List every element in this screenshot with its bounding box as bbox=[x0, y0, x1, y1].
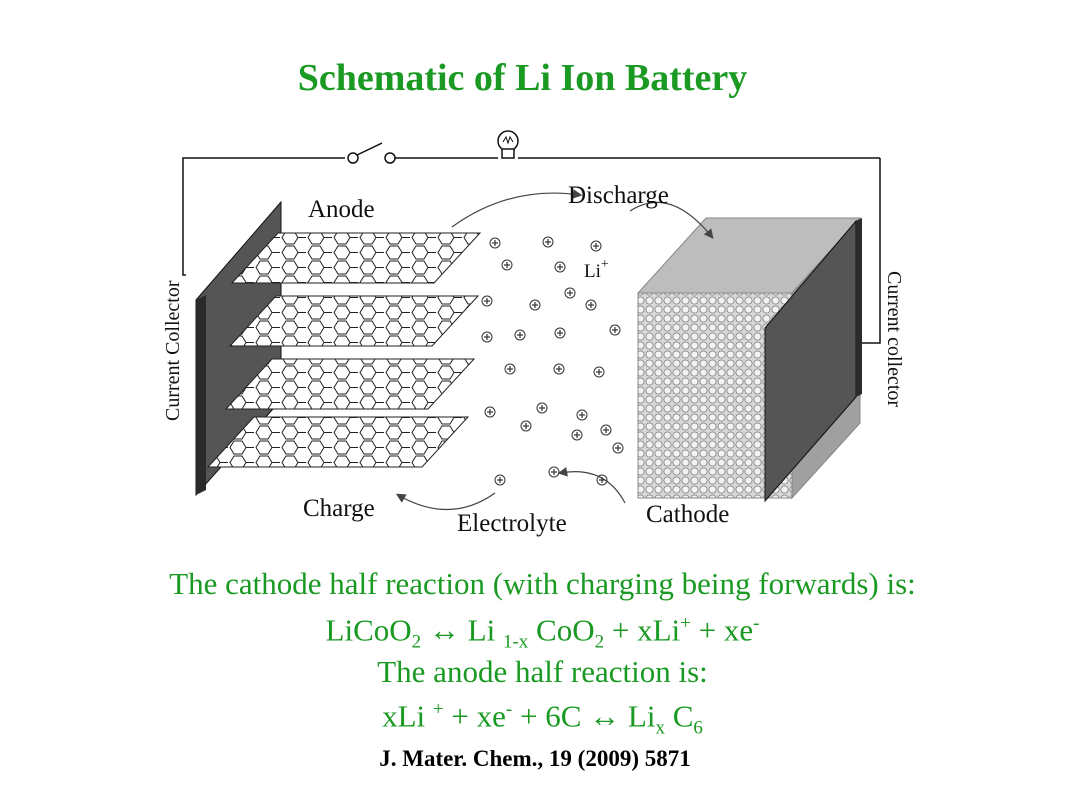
switch-icon bbox=[347, 142, 396, 164]
cathode-reaction-equation: LiCoO2 ↔ Li 1-x CoO2 + xLi+ + xe- bbox=[325, 612, 760, 653]
lithium-ions bbox=[481, 236, 624, 486]
discharge-arrow-right bbox=[629, 201, 714, 239]
current-collector-right-label: Current collector bbox=[883, 271, 905, 407]
slide-title: Schematic of Li Ion Battery bbox=[297, 57, 748, 99]
cathode-reaction-intro: The cathode half reaction (with charging… bbox=[169, 566, 916, 601]
anode-label: Anode bbox=[308, 196, 375, 223]
anode-graphite-layers bbox=[206, 232, 482, 468]
anode-reaction-equation: xLi + + xe- + 6C ↔ Lix C6 bbox=[382, 698, 703, 739]
right-current-collector bbox=[764, 218, 862, 503]
current-collector-left-label: Current Collector bbox=[162, 280, 184, 421]
battery-schematic: Anode Discharge Li+ Current Collector Cu… bbox=[162, 130, 905, 537]
cathode-label: Cathode bbox=[646, 501, 729, 528]
light-bulb-icon bbox=[497, 130, 519, 159]
discharge-label: Discharge bbox=[568, 182, 669, 209]
anode-reaction-intro: The anode half reaction is: bbox=[377, 654, 708, 689]
discharge-arrow bbox=[451, 189, 583, 228]
charge-arrow-right bbox=[557, 467, 626, 504]
charge-arrow bbox=[395, 492, 496, 511]
citation: J. Mater. Chem., 19 (2009) 5871 bbox=[379, 746, 691, 771]
charge-label: Charge bbox=[303, 495, 375, 522]
electrolyte-label: Electrolyte bbox=[457, 510, 567, 537]
ion-label: Li+ bbox=[584, 257, 609, 282]
